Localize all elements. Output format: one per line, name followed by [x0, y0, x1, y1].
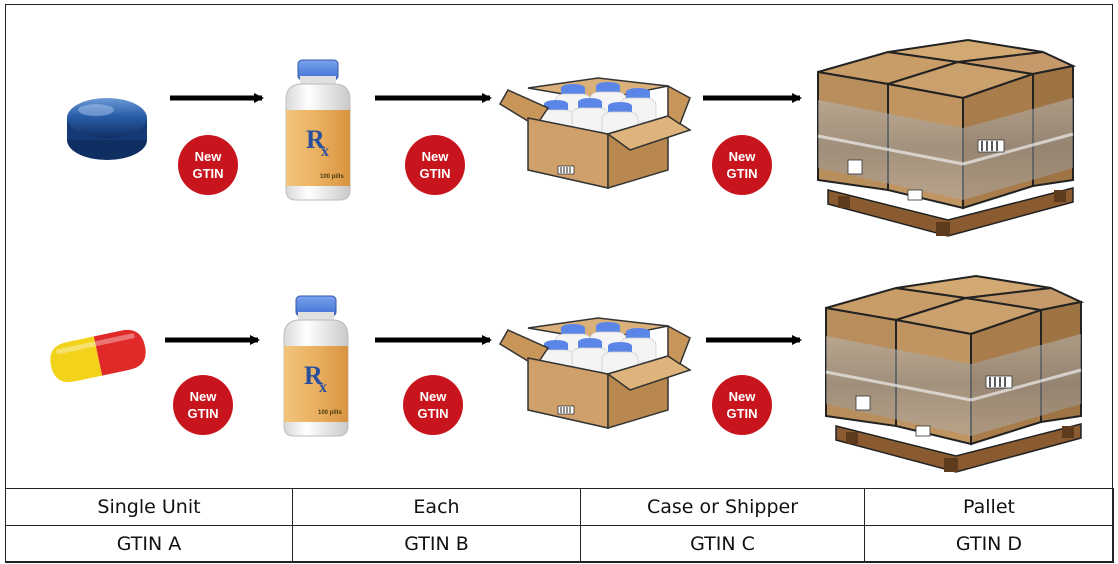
new-gtin-badge: New GTIN	[405, 135, 465, 195]
round-blue-tablet-icon	[67, 98, 147, 160]
open-case-icon	[500, 318, 690, 428]
svg-text:R: R	[306, 125, 325, 154]
packaging-level-table: Single Unit Each Case or Shipper Pallet …	[5, 488, 1114, 563]
gtin-b-cell: GTIN B	[292, 525, 581, 563]
svg-text:New: New	[422, 149, 450, 164]
header-each: Each	[292, 488, 581, 526]
svg-text:New: New	[420, 389, 448, 404]
new-gtin-badge: New GTIN	[178, 135, 238, 195]
gtin-a-cell: GTIN A	[5, 525, 293, 563]
svg-text:New: New	[190, 389, 218, 404]
table-row: GTIN A GTIN B GTIN C GTIN D	[5, 525, 1114, 563]
new-gtin-badge: New GTIN	[712, 375, 772, 435]
new-gtin-badge: New GTIN	[712, 135, 772, 195]
wrapped-pallet-icon	[816, 38, 1075, 238]
yellow-red-capsule-icon	[50, 329, 146, 383]
svg-text:x: x	[319, 379, 327, 396]
svg-text:GTIN: GTIN	[187, 406, 218, 421]
packaging-hierarchy-diagram: New GTIN R x 100 pills New GTIN New GTIN	[50, 38, 1083, 474]
svg-text:100 pills: 100 pills	[318, 410, 342, 416]
open-case-icon	[500, 78, 690, 188]
svg-text:x: x	[321, 143, 329, 160]
svg-text:New: New	[729, 149, 757, 164]
gtin-d-cell: GTIN D	[864, 525, 1114, 563]
svg-text:GTIN: GTIN	[192, 166, 223, 181]
svg-text:New: New	[195, 149, 223, 164]
svg-text:New: New	[729, 389, 757, 404]
header-single-unit: Single Unit	[5, 488, 293, 526]
wrapped-pallet-icon	[824, 274, 1083, 474]
header-case-or-shipper: Case or Shipper	[580, 488, 865, 526]
capsule-row: New GTIN R x 100 pills New GTIN New GTIN	[50, 274, 1083, 474]
tablet-row: New GTIN R x 100 pills New GTIN New GTIN	[67, 38, 1075, 238]
table-header-row: Single Unit Each Case or Shipper Pallet	[5, 488, 1114, 526]
rx-bottle-icon: R x 100 pills	[285, 59, 351, 201]
svg-text:GTIN: GTIN	[726, 166, 757, 181]
svg-text:GTIN: GTIN	[419, 166, 450, 181]
svg-text:R: R	[304, 361, 323, 390]
gtin-c-cell: GTIN C	[580, 525, 865, 563]
svg-text:100 pills: 100 pills	[320, 174, 344, 180]
svg-text:GTIN: GTIN	[417, 406, 448, 421]
new-gtin-badge: New GTIN	[173, 375, 233, 435]
new-gtin-badge: New GTIN	[403, 375, 463, 435]
rx-bottle-icon: R x 100 pills	[283, 295, 349, 437]
svg-text:GTIN: GTIN	[726, 406, 757, 421]
header-pallet: Pallet	[864, 488, 1114, 526]
